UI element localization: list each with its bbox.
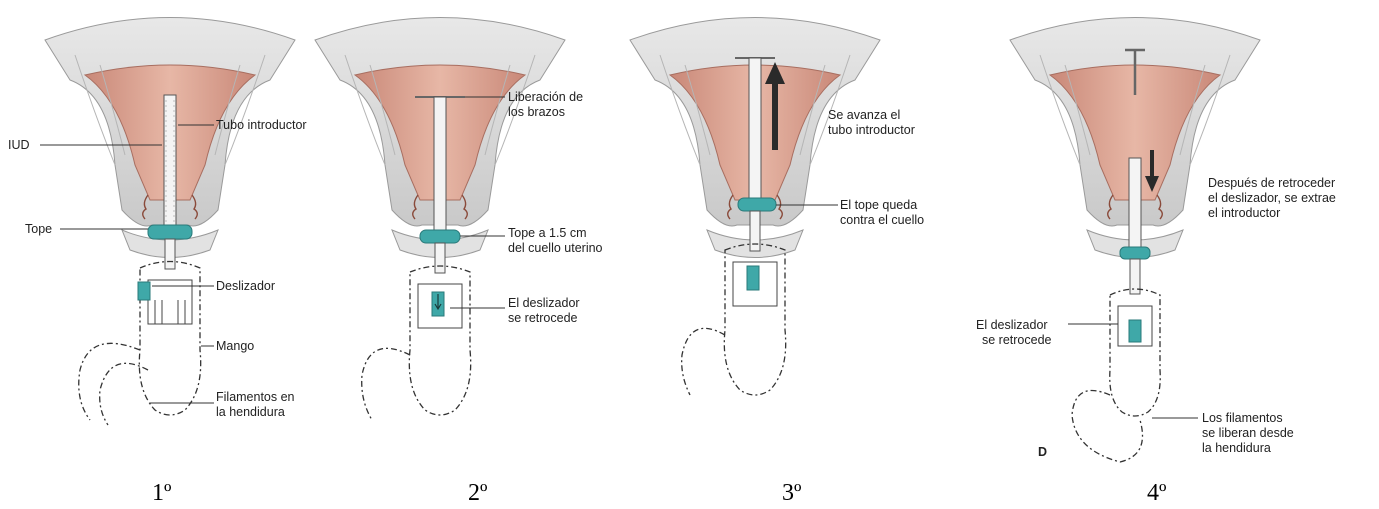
label-deslizador-retrocede-4a: El deslizador — [976, 318, 1048, 332]
stopper-4 — [1120, 247, 1150, 259]
introducer-tube-3 — [749, 58, 761, 200]
panel-letter-d: D — [1038, 445, 1047, 459]
label-tubo-introductor: Tubo introductor — [216, 118, 307, 132]
label-deslizador: Deslizador — [216, 279, 275, 293]
label-tope-15-2: del cuello uterino — [508, 241, 603, 255]
label-filamentos-2: la hendidura — [216, 405, 285, 419]
slider-1 — [138, 282, 150, 300]
panel-2: Liberación de los brazos Tope a 1.5 cm d… — [315, 18, 603, 507]
label-liberacion-1: Liberación de — [508, 90, 583, 104]
handle-4 — [1110, 289, 1161, 416]
stopper-2 — [420, 230, 460, 243]
panel-3: Se avanza el tubo introductor El tope qu… — [630, 18, 924, 507]
panel-4: Después de retroceder el deslizador, se … — [976, 18, 1336, 507]
panel-1: IUD Tubo introductor Tope Deslizador Man… — [8, 18, 307, 507]
label-deslizador-retrocede-2: se retrocede — [508, 311, 578, 325]
label-despues-1: Después de retroceder — [1208, 176, 1335, 190]
label-liberacion-2: los brazos — [508, 105, 565, 119]
label-despues-2: el deslizador, se extrae — [1208, 191, 1336, 205]
label-tope: Tope — [25, 222, 52, 236]
handle-2 — [409, 266, 470, 415]
label-deslizador-retrocede-4b: se retrocede — [982, 333, 1052, 347]
label-tope-queda-2: contra el cuello — [840, 213, 924, 227]
filaments-2 — [362, 348, 410, 420]
label-avanza-1: Se avanza el — [828, 108, 900, 122]
label-tope-queda-1: El tope queda — [840, 198, 917, 212]
label-despues-3: el introductor — [1208, 206, 1280, 220]
filaments-4 — [1072, 391, 1143, 463]
introducer-tube-2 — [434, 97, 446, 232]
stopper-1 — [148, 225, 192, 239]
step-label-2: 2º — [468, 480, 488, 506]
label-filamentos-1: Filamentos en — [216, 390, 295, 404]
label-filamentos-liberan-3: la hendidura — [1202, 441, 1271, 455]
label-deslizador-retrocede-1: El deslizador — [508, 296, 580, 310]
label-avanza-2: tubo introductor — [828, 123, 915, 137]
filaments-3 — [682, 328, 725, 395]
step-label-1: 1º — [152, 480, 172, 506]
label-iud: IUD — [8, 138, 30, 152]
step-label-3: 3º — [782, 480, 802, 506]
slider-4 — [1129, 320, 1141, 342]
introducer-tube-4 — [1129, 158, 1141, 248]
slider-3 — [747, 266, 759, 290]
stopper-3 — [738, 198, 776, 211]
filaments-1 — [79, 343, 148, 425]
label-filamentos-liberan-1: Los filamentos — [1202, 411, 1283, 425]
label-tope-15-1: Tope a 1.5 cm — [508, 226, 587, 240]
label-mango: Mango — [216, 339, 254, 353]
step-label-4: 4º — [1147, 480, 1167, 506]
label-filamentos-liberan-2: se liberan desde — [1202, 426, 1294, 440]
